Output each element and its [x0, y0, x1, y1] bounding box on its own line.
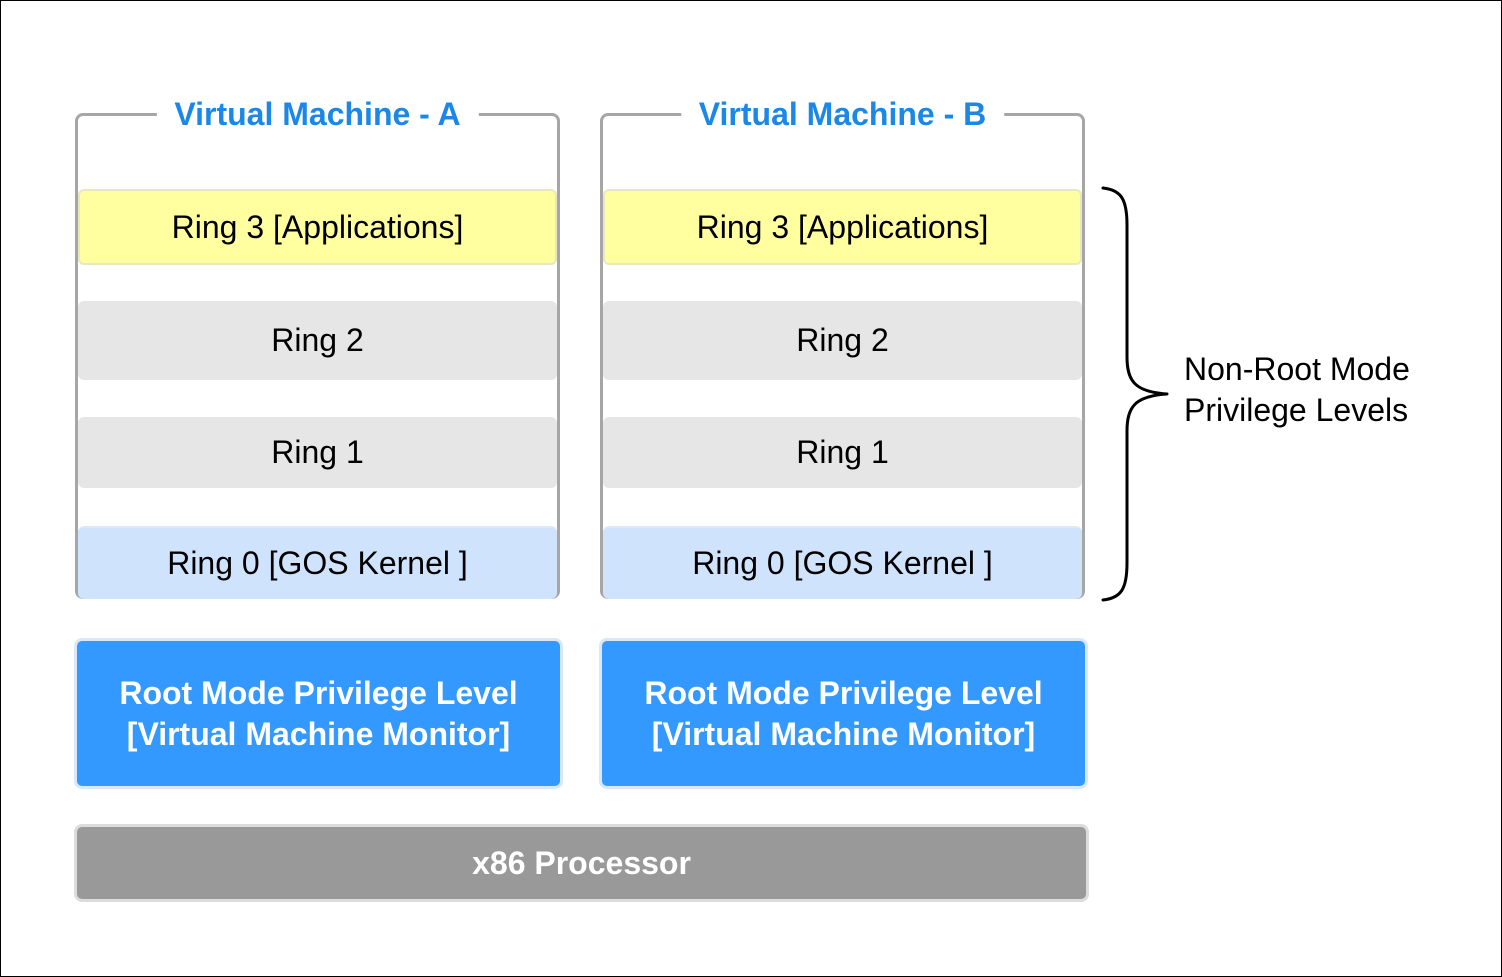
vm-a-root-mode-box: Root Mode Privilege Level [Virtual Machi… — [74, 638, 563, 789]
vm-a-ring-2: Ring 2 — [78, 301, 557, 380]
vm-b-title: Virtual Machine - B — [680, 94, 1005, 134]
vm-b-ring-2: Ring 2 — [603, 301, 1082, 380]
vm-b-container: Virtual Machine - B Ring 3 [Applications… — [600, 94, 1085, 599]
curly-brace-icon — [1101, 186, 1169, 602]
x86-processor-box: x86 Processor — [74, 824, 1089, 902]
vm-a-container: Virtual Machine - A Ring 3 [Applications… — [75, 94, 560, 599]
vm-a-ring-3: Ring 3 [Applications] — [78, 189, 557, 265]
non-root-mode-label: Non-Root Mode Privilege Levels — [1184, 349, 1410, 431]
vm-b-ring-1: Ring 1 — [603, 417, 1082, 488]
vm-b-root-mode-box: Root Mode Privilege Level [Virtual Machi… — [599, 638, 1088, 789]
vm-b-ring-0: Ring 0 [GOS Kernel ] — [603, 526, 1082, 599]
vm-b-root-mode-label: Root Mode Privilege Level — [644, 674, 1043, 711]
vm-b-vmm-label: [Virtual Machine Monitor] — [651, 715, 1036, 752]
vm-a-root-mode-label: Root Mode Privilege Level — [119, 674, 518, 711]
vm-b-ring-3: Ring 3 [Applications] — [603, 189, 1082, 265]
non-root-line-2: Privilege Levels — [1184, 392, 1409, 428]
vm-a-title: Virtual Machine - A — [156, 94, 479, 134]
non-root-line-1: Non-Root Mode — [1184, 351, 1410, 387]
vm-a-ring-1: Ring 1 — [78, 417, 557, 488]
vm-a-ring-0: Ring 0 [GOS Kernel ] — [78, 526, 557, 599]
vm-a-vmm-label: [Virtual Machine Monitor] — [126, 715, 511, 752]
